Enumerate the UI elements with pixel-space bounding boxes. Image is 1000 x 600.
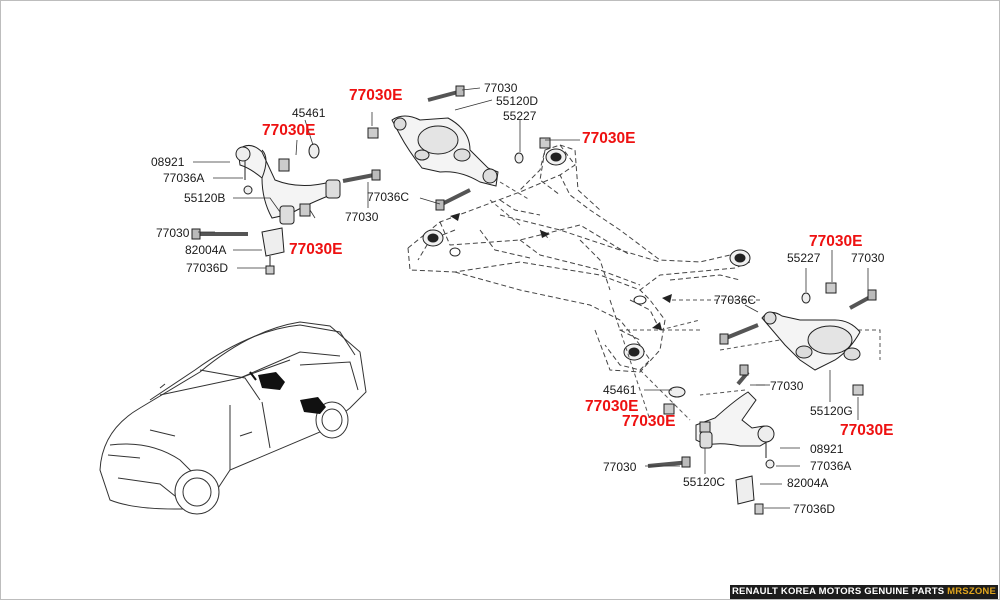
label-77030-bottom: 77030	[603, 460, 637, 474]
car-illustration	[99, 321, 367, 515]
left-bracket	[261, 227, 285, 275]
label-77036D-bottom: 77036D	[793, 502, 836, 516]
highlight-77030E-top-left[interactable]: 77030E	[349, 87, 403, 104]
label-77030-right-lower: 77030	[770, 379, 804, 393]
label-82004A-upper-left: 82004A	[185, 243, 227, 257]
footer-banner: RENAULT KOREA MOTORS GENUINE PARTS MRSZO…	[730, 585, 998, 599]
label-77036C-top: 77036C	[367, 190, 410, 204]
label-55120B: 55120B	[184, 191, 226, 205]
label-77036D-upper-left: 77036D	[186, 261, 229, 275]
label-45461-upper-left: 45461	[292, 106, 326, 120]
subframe-bushings	[422, 148, 751, 361]
top-leaders	[371, 87, 580, 205]
highlight-77030E-top-right[interactable]: 77030E	[582, 130, 636, 147]
highlight-77030E-left-bottom[interactable]: 77030E	[289, 241, 343, 258]
label-77036A-upper-left: 77036A	[163, 171, 205, 185]
highlight-77030E-bottom-right[interactable]: 77030E	[840, 422, 894, 439]
pointer-lines	[489, 181, 881, 421]
label-55227-right: 55227	[787, 251, 821, 265]
car-highlight-parts	[249, 371, 326, 414]
label-82004A-bottom: 82004A	[787, 476, 829, 490]
left-bolts	[191, 143, 381, 240]
label-45461-bottom: 45461	[603, 383, 637, 397]
label-77036A-bottom: 77036A	[810, 459, 852, 473]
label-77030-top: 77030	[484, 81, 518, 95]
left-control-arm	[235, 145, 341, 225]
label-77030-right: 77030	[851, 251, 885, 265]
highlight-77030E-bottom-mid2[interactable]: 77030E	[622, 413, 676, 430]
label-55120D: 55120D	[496, 94, 539, 108]
right-leaders	[744, 250, 869, 420]
label-77036C-right: 77036C	[714, 293, 757, 307]
label-77030-upper-left-long: 77030	[345, 210, 379, 224]
footer-brand: MRSZONE	[947, 586, 997, 597]
label-55120G: 55120G	[810, 404, 853, 418]
footer-text: RENAULT KOREA MOTORS GENUINE PARTS	[731, 586, 948, 597]
bottom-control-arm	[647, 364, 775, 515]
top-upper-arm	[367, 85, 551, 211]
highlight-77030E-left-mid[interactable]: 77030E	[262, 122, 316, 139]
label-77030-upper-left-bolt: 77030	[156, 226, 190, 240]
subframe	[407, 144, 751, 373]
label-55227-top: 55227	[503, 109, 537, 123]
left-leaders	[193, 119, 369, 269]
label-08921-upper-left: 08921	[151, 155, 185, 169]
pointer-arrows	[450, 213, 672, 330]
bottom-leaders	[644, 384, 800, 509]
label-55120C: 55120C	[683, 475, 726, 489]
highlight-77030E-bottom-mid[interactable]: 77030E	[585, 398, 639, 415]
highlight-77030E-right-upper[interactable]: 77030E	[809, 233, 863, 250]
label-08921-bottom: 08921	[810, 442, 844, 456]
right-upper-arm	[719, 282, 877, 396]
